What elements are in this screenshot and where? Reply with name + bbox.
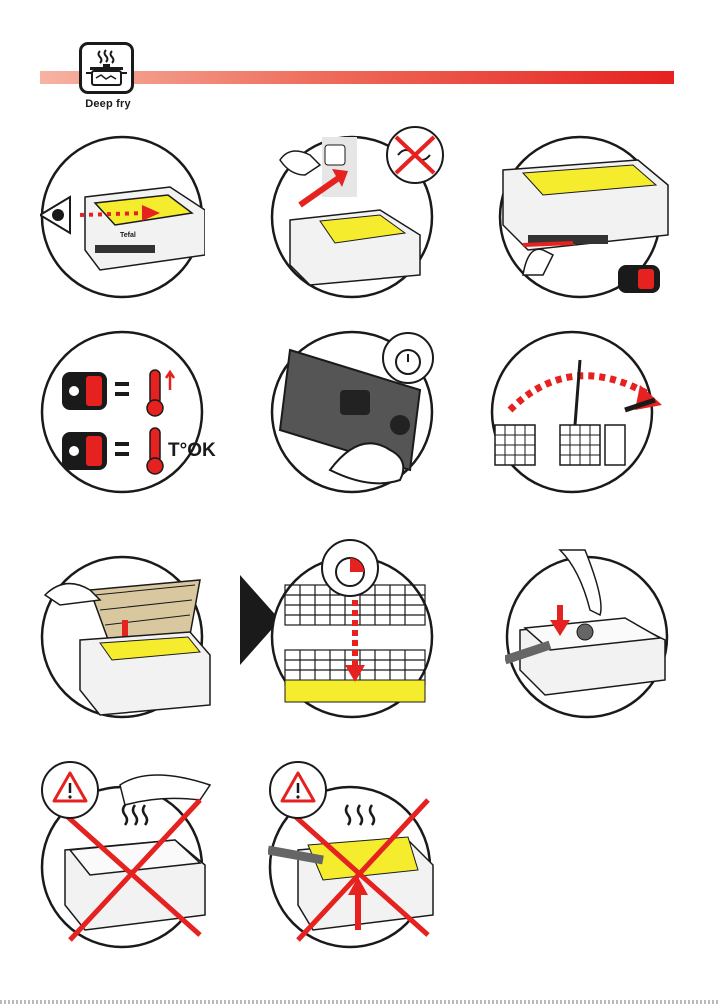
warning-hot-lid bbox=[40, 755, 205, 920]
step-9-close-lid bbox=[505, 540, 670, 705]
step-5-timer-button bbox=[270, 330, 435, 495]
temperature-ok-text: T°OK bbox=[168, 440, 216, 462]
step-1-check-oil-level: Tefal bbox=[40, 135, 205, 300]
mode-label: Deep fry bbox=[78, 98, 138, 110]
step-6-basket-handle bbox=[490, 330, 655, 495]
steaming-pot-icon bbox=[79, 42, 134, 94]
warning-hot-steam bbox=[268, 755, 433, 920]
header-accent-bar bbox=[40, 71, 674, 84]
step-8-lower-basket-timer bbox=[270, 530, 435, 695]
step-3-switch-on bbox=[498, 125, 663, 290]
page-edge-dotted-line bbox=[0, 1000, 719, 1004]
step-4-thermostat-light: T°OK bbox=[40, 330, 205, 495]
step-2-plug-in bbox=[270, 125, 435, 290]
brand-logo: Tefal bbox=[120, 232, 136, 239]
step-7-load-basket bbox=[40, 540, 205, 705]
